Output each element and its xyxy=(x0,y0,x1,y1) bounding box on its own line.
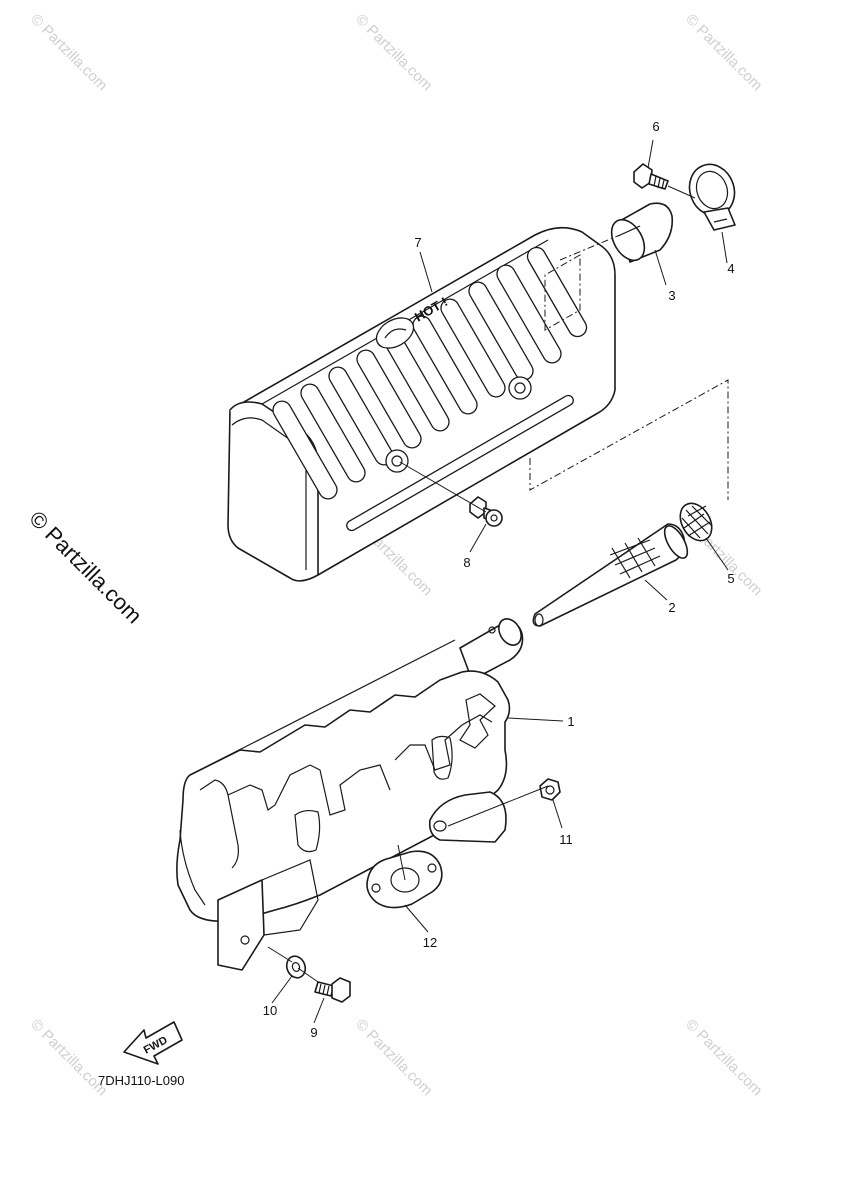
watermark-top-center: © Partzilla.com xyxy=(352,11,435,94)
protector-fins xyxy=(272,246,588,500)
callout-11: 11 xyxy=(559,832,573,847)
callout-9: 9 xyxy=(310,1025,317,1040)
spark-arrester-part-2 xyxy=(532,523,689,627)
muffler-part-1 xyxy=(176,618,524,971)
callout-5: 5 xyxy=(727,571,734,586)
callout-8: 8 xyxy=(463,555,470,570)
callout-2: 2 xyxy=(668,600,675,615)
screen-part-5 xyxy=(679,502,713,542)
watermark-bottom-right: © Partzilla.com xyxy=(682,1016,765,1099)
clamp-band-part-4 xyxy=(688,163,736,231)
arrester-sleeve-part-3 xyxy=(610,202,674,263)
assembly-lines xyxy=(529,234,729,500)
muffler-protector-part-7: HOT ! xyxy=(227,226,616,582)
watermark-top-left: © Partzilla.com xyxy=(27,11,110,94)
callout-10: 10 xyxy=(263,1003,277,1018)
diagram-code: 7DHJ110-L090 xyxy=(98,1073,184,1088)
callout-6: 6 xyxy=(652,119,659,134)
forward-arrow-icon: FWD xyxy=(123,1021,183,1065)
callout-4: 4 xyxy=(727,261,734,276)
washer-part-10 xyxy=(285,955,307,979)
watermark-bottom-center: © Partzilla.com xyxy=(352,1016,435,1099)
callout-7: 7 xyxy=(414,235,421,250)
nut-part-11 xyxy=(539,778,561,801)
callout-12: 12 xyxy=(423,935,437,950)
bolt-part-6 xyxy=(633,163,696,199)
bolt-part-9 xyxy=(314,977,351,1003)
watermark-left-dark: © Partzilla.com xyxy=(24,506,147,629)
watermark-top-right: © Partzilla.com xyxy=(682,11,765,94)
callouts: 6 7 3 4 8 5 2 1 11 12 10 9 xyxy=(263,119,735,1040)
leader-lines xyxy=(267,139,729,1024)
callout-1: 1 xyxy=(567,714,574,729)
callout-3: 3 xyxy=(668,288,675,303)
